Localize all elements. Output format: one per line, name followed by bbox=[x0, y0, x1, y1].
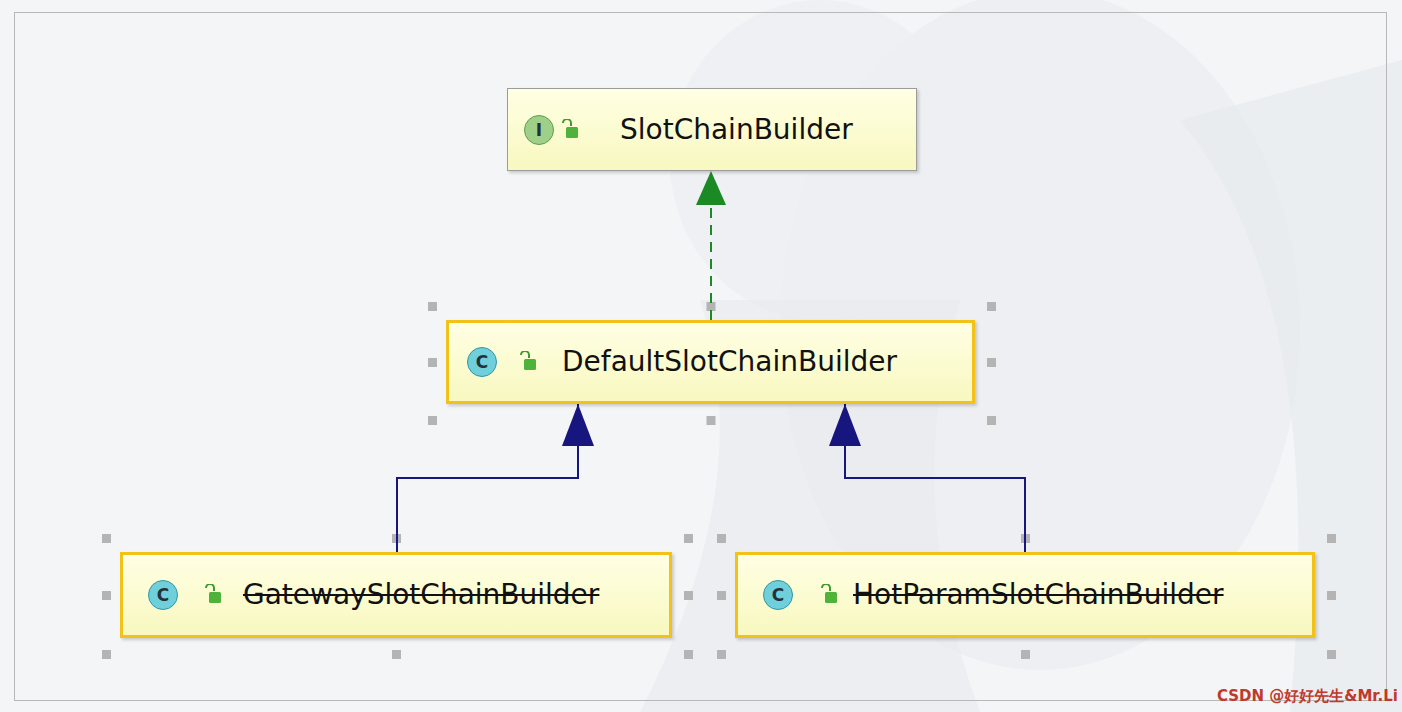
frame-border bbox=[15, 13, 1387, 701]
selection-handles bbox=[102, 302, 1336, 659]
class-box: C DefaultSlotChainBuilder bbox=[446, 320, 975, 404]
selection-handle bbox=[102, 534, 111, 543]
lock-icon bbox=[518, 351, 538, 373]
class-name: HotParamSlotChainBuilder bbox=[853, 578, 1224, 612]
selection-handle bbox=[1327, 650, 1336, 659]
type-icon: C bbox=[763, 580, 793, 610]
type-icon: C bbox=[467, 347, 497, 377]
selection-handle bbox=[987, 416, 996, 425]
selection-handle bbox=[684, 591, 693, 600]
selection-handle bbox=[102, 650, 111, 659]
class-box: C GatewaySlotChainBuilder bbox=[120, 552, 672, 638]
class-name: DefaultSlotChainBuilder bbox=[562, 345, 897, 379]
selection-handle bbox=[428, 416, 437, 425]
class-box: C HotParamSlotChainBuilder bbox=[735, 552, 1315, 638]
selection-handle bbox=[707, 416, 716, 425]
selection-handle bbox=[102, 591, 111, 600]
lock-icon bbox=[819, 584, 839, 606]
selection-handle bbox=[987, 302, 996, 311]
selection-handle bbox=[1327, 534, 1336, 543]
type-icon: C bbox=[148, 580, 178, 610]
selection-handle bbox=[717, 534, 726, 543]
type-icon: I bbox=[524, 115, 554, 145]
selection-handle bbox=[392, 650, 401, 659]
selection-handle bbox=[428, 302, 437, 311]
implements-arrow bbox=[710, 171, 712, 320]
selection-handle bbox=[707, 302, 716, 311]
extends-arrow bbox=[845, 404, 1025, 552]
lock-icon bbox=[560, 119, 580, 141]
selection-handle bbox=[1021, 650, 1030, 659]
lock-icon bbox=[203, 584, 223, 606]
class-name: SlotChainBuilder bbox=[620, 113, 853, 147]
selection-handle bbox=[717, 591, 726, 600]
extends-arrow bbox=[397, 404, 578, 552]
selection-handle bbox=[684, 534, 693, 543]
class-name: GatewaySlotChainBuilder bbox=[243, 578, 599, 612]
watermark-text: CSDN @好好先生&Mr.Li bbox=[1217, 687, 1398, 706]
selection-handle bbox=[987, 358, 996, 367]
selection-handle bbox=[1327, 591, 1336, 600]
selection-handle bbox=[428, 358, 437, 367]
selection-handle bbox=[717, 650, 726, 659]
selection-handle bbox=[684, 650, 693, 659]
class-box: I SlotChainBuilder bbox=[507, 88, 917, 171]
